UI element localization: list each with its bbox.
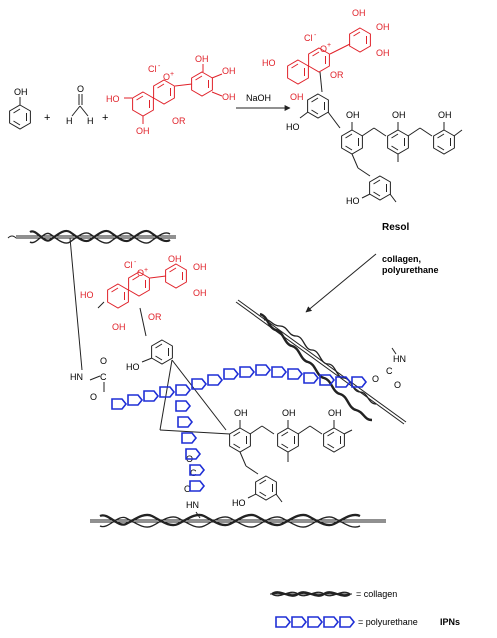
collagen-strand-diagonal <box>235 299 407 425</box>
svg-text:O: O <box>100 356 107 366</box>
svg-text:OH: OH <box>234 408 248 418</box>
svg-text:OR: OR <box>330 70 344 80</box>
formaldehyde: H H O <box>66 84 94 126</box>
anthocyanin-dye: Cl - O + OH OH OH OR HO OH <box>106 54 236 136</box>
svg-text:OH: OH <box>328 408 342 418</box>
svg-text:OH: OH <box>112 322 126 332</box>
svg-text:HO: HO <box>286 122 300 132</box>
svg-text:HN: HN <box>186 500 199 510</box>
phenol: OH <box>9 87 31 130</box>
svg-text:OH: OH <box>168 254 182 264</box>
resol-label: Resol <box>382 222 409 233</box>
svg-text:Cl: Cl <box>148 64 157 74</box>
svg-text:-: - <box>134 259 137 266</box>
svg-text:OH: OH <box>193 288 207 298</box>
svg-text:polyurethane: polyurethane <box>382 265 439 275</box>
svg-text:+: + <box>170 71 174 78</box>
legend-polyurethane: = polyurethane <box>275 616 418 628</box>
svg-text:+: + <box>327 42 331 49</box>
svg-text:OH: OH <box>222 66 236 76</box>
svg-text:O: O <box>184 484 191 494</box>
svg-text:collagen,: collagen, <box>382 254 421 264</box>
svg-text:OH: OH <box>438 110 452 120</box>
svg-text:C: C <box>100 372 107 382</box>
svg-text:OH: OH <box>376 22 390 32</box>
svg-text:O: O <box>372 374 379 384</box>
legend-collagen: = collagen <box>270 589 397 599</box>
ipns-label: IPNs <box>440 617 460 627</box>
svg-text:OH: OH <box>14 87 28 97</box>
svg-text:-: - <box>158 63 161 70</box>
svg-text:HO: HO <box>126 362 140 372</box>
svg-text:OH: OH <box>136 126 150 136</box>
collagen-strand-top <box>7 229 176 244</box>
svg-text:Cl: Cl <box>124 260 133 270</box>
svg-text:HN: HN <box>70 372 83 382</box>
svg-text:+: + <box>144 267 148 274</box>
reaction-arrow-2: collagen, polyurethane <box>305 253 439 313</box>
svg-text:OR: OR <box>172 116 186 126</box>
svg-text:O: O <box>163 72 170 82</box>
collagen-strand-bottom <box>90 513 386 528</box>
svg-text:O: O <box>137 268 144 278</box>
svg-text:HO: HO <box>80 290 94 300</box>
svg-text:OH: OH <box>352 8 366 18</box>
svg-text:OH: OH <box>282 408 296 418</box>
legend-polyurethane-label: = polyurethane <box>358 617 418 627</box>
svg-text:HN: HN <box>393 354 406 364</box>
svg-text:OR: OR <box>148 312 162 322</box>
svg-text:H: H <box>87 116 94 126</box>
svg-text:NaOH: NaOH <box>246 93 271 103</box>
plus-sign: + <box>102 112 108 124</box>
resol-product: Cl - O + OH OH OH OR HO OH HO OH OH OH H… <box>262 8 463 206</box>
urethane-linkages: HN C O O HN C O O O C O HN <box>69 237 406 519</box>
svg-text:OH: OH <box>195 54 209 64</box>
network-dye: Cl - O + OH OH OH OR HO OH <box>80 254 207 332</box>
svg-text:C: C <box>190 468 197 478</box>
network-resol: HO OH OH OH HO <box>126 307 353 508</box>
svg-text:OH: OH <box>392 110 406 120</box>
svg-text:-: - <box>314 32 317 39</box>
svg-text:O: O <box>320 44 327 54</box>
svg-text:H: H <box>66 116 73 126</box>
svg-text:OH: OH <box>376 48 390 58</box>
svg-text:HO: HO <box>346 196 360 206</box>
svg-text:O: O <box>394 380 401 390</box>
svg-text:Cl: Cl <box>304 33 313 43</box>
svg-text:O: O <box>90 392 97 402</box>
reaction-arrow-1: NaOH <box>236 93 291 111</box>
svg-text:C: C <box>386 366 393 376</box>
svg-text:OH: OH <box>290 92 304 102</box>
svg-text:OH: OH <box>222 92 236 102</box>
svg-text:HO: HO <box>262 58 276 68</box>
svg-text:O: O <box>77 84 84 94</box>
svg-text:HO: HO <box>232 498 246 508</box>
svg-text:HO: HO <box>106 94 120 104</box>
legend-collagen-label: = collagen <box>356 589 397 599</box>
svg-text:OH: OH <box>193 262 207 272</box>
svg-text:OH: OH <box>346 110 360 120</box>
plus-sign: + <box>44 112 50 124</box>
